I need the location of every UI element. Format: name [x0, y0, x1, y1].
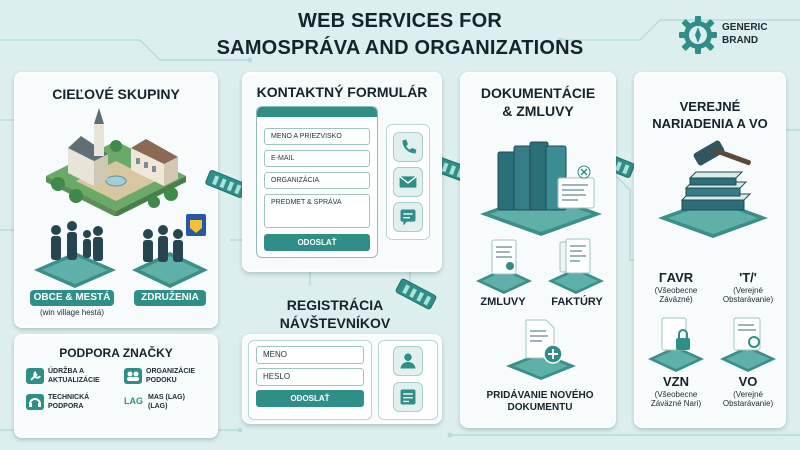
brand-logo: GENERIC BRAND [678, 15, 793, 55]
add-document-label: PRIDÁVANIE NOVÉHO DOKUMENTU [486, 390, 594, 413]
organization-field[interactable]: ORGANIZÁCIA [264, 172, 370, 189]
support-item-technical-support: TECHNICKÁ PODPORA [48, 394, 90, 410]
registration-submit-button[interactable]: ODOSLAŤ [256, 390, 364, 407]
wrench-icon [26, 368, 44, 384]
support-item-organizations: ORGANIZÁCIE PODOKU [146, 368, 195, 384]
form-card-header [257, 107, 377, 117]
brand-support-title: PODPORA ZNAČKY [59, 346, 173, 360]
folders-illustration [480, 141, 602, 236]
people-icon [124, 368, 142, 384]
regulation-sub-4: (Verejné Obstarávanie) [722, 390, 774, 408]
gavel-books-illustration [658, 140, 768, 238]
regulation-code-2: 'T/' [739, 270, 757, 285]
associations-pill[interactable]: ZDRUŽENIA [134, 290, 206, 306]
documents-panel: DOKUMENTÁCIE & ZMLUVY ZMLUVY [460, 72, 616, 428]
regulation-code-3: VZN [663, 374, 689, 389]
add-document-icon[interactable] [504, 314, 578, 380]
envelope-icon[interactable] [393, 167, 423, 197]
name-field[interactable]: MENO A PRIEZVISKO [264, 128, 370, 145]
email-field[interactable]: E-MAIL [264, 150, 370, 167]
regulation-sub-1: (Všeobecne Záväzné) [654, 286, 698, 304]
contact-submit-button[interactable]: ODOSLAŤ [264, 234, 370, 251]
regulations-title: VEREJNÉ NARIADENIA A VO [652, 99, 768, 131]
registration-title: REGISTRÁCIA NÁVŠTEVNÍKOV [279, 297, 391, 331]
username-field[interactable]: MENO [256, 346, 364, 364]
password-field[interactable]: HESLO [256, 368, 364, 386]
municipalities-pill[interactable]: OBCE & MESTÁ [30, 290, 114, 306]
chat-icon[interactable] [393, 202, 423, 232]
lag-icon: LAG [124, 396, 143, 406]
contracts-icon[interactable] [474, 236, 534, 294]
target-groups-panel: CIEĽOVÉ SKUPINY [14, 72, 218, 328]
village-illustration [46, 108, 186, 216]
brand-name: GENERIC BRAND [722, 22, 768, 46]
user-icon[interactable] [393, 346, 423, 376]
registration-panel: MENO HESLO ODOSLAŤ [242, 334, 442, 424]
associations-illustration [132, 214, 208, 288]
invoices-label: FAKTÚRY [551, 296, 603, 308]
support-item-lag: MAS (LAG) (LAG) [148, 394, 185, 410]
page-title: WEB SERVICES FOR SAMOSPRÁVA AND ORGANIZA… [216, 10, 584, 59]
citizens-illustration [34, 221, 116, 288]
form-icon[interactable] [393, 382, 423, 412]
gear-compass-icon [679, 16, 717, 54]
contact-form-title: KONTAKTNÝ FORMULÁR [256, 84, 428, 100]
target-groups-title: CIEĽOVÉ SKUPINY [52, 86, 180, 102]
regulation-code-4: VO [738, 374, 758, 389]
contact-form-panel: KONTAKTNÝ FORMULÁR MENO A PRIEZVISKO E-M… [242, 72, 442, 272]
support-icon [26, 394, 44, 410]
documents-title: DOKUMENTÁCIE & ZMLUVY [480, 85, 596, 119]
brand-support-panel: PODPORA ZNAČKY ÚDRŽBA A AKTUALIZÁCIE ORG… [14, 334, 218, 438]
municipalities-caption: (win village hestá) [39, 308, 105, 317]
lock-document-icon[interactable] [646, 314, 706, 372]
contracts-label: ZMLUVY [480, 296, 526, 308]
message-field[interactable]: PREDMET & SPRÁVA [264, 194, 370, 228]
regulation-sub-2: (Verejné Obstarávanie) [722, 286, 774, 304]
stamped-document-icon[interactable] [718, 314, 778, 372]
support-item-maintenance: ÚDRŽBA A AKTUALIZÁCIE [48, 368, 100, 384]
regulation-sub-3: (Všeobecne Záväzné Nari) [650, 390, 702, 408]
invoices-icon[interactable] [546, 236, 606, 294]
phone-icon[interactable] [393, 132, 423, 162]
regulations-panel: VEREJNÉ NARIADENIA A VO ΓAVR (Všeobecne … [634, 72, 786, 428]
regulation-code-1: ΓAVR [658, 270, 694, 285]
